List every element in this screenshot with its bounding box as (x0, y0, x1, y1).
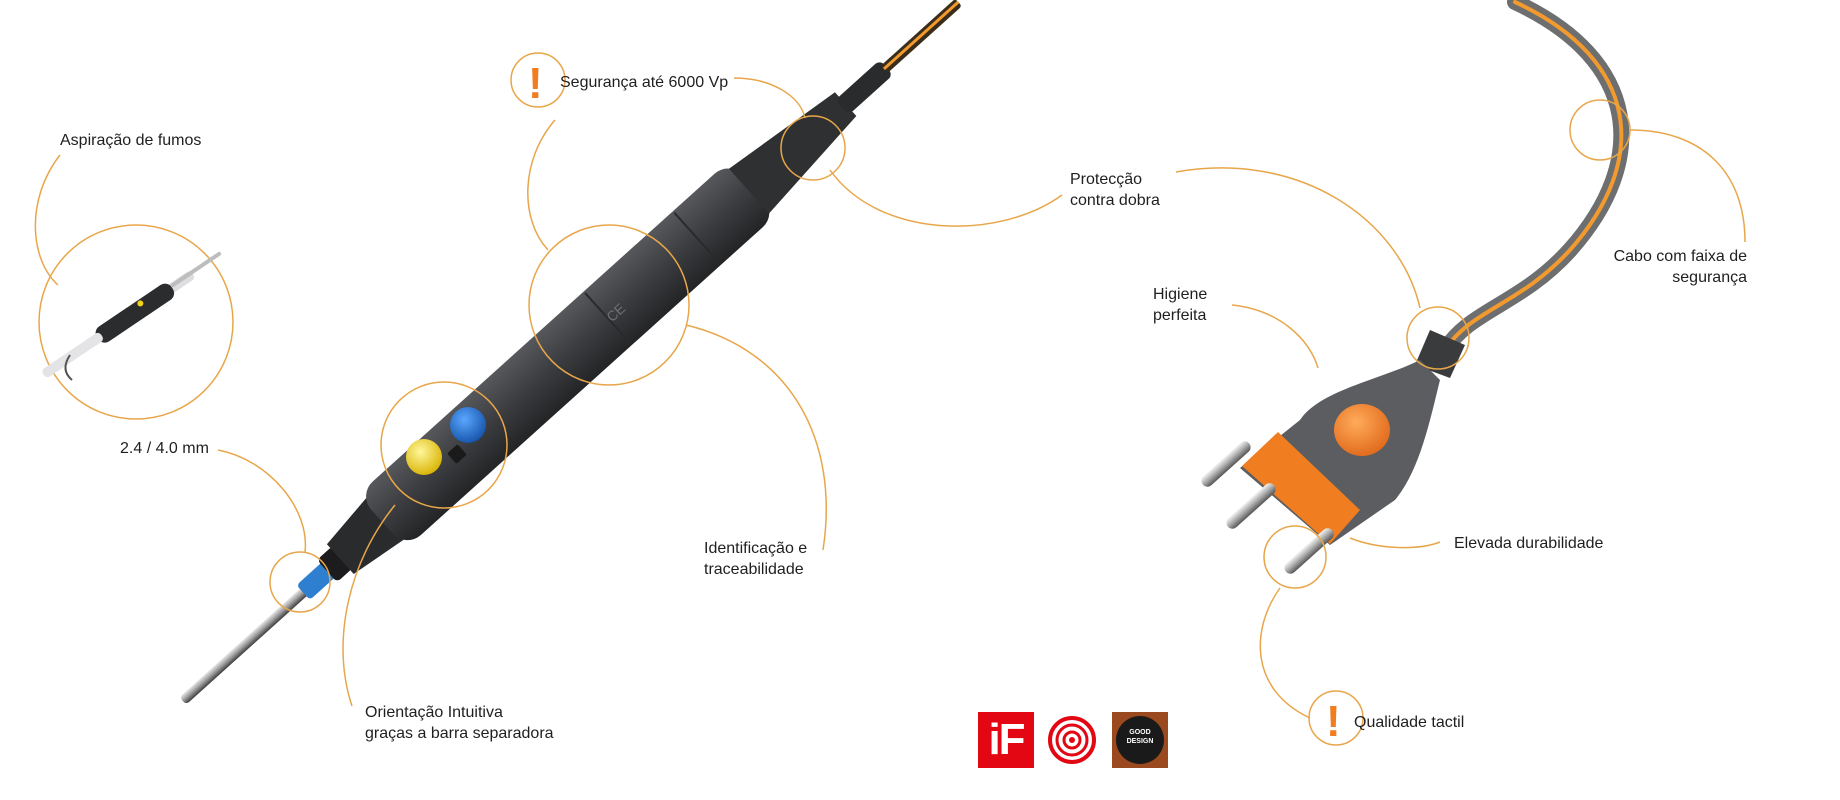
orange-button-icon (1334, 404, 1390, 456)
callout-lines (34, 52, 1746, 746)
label-higiene: Higiene perfeita (1153, 286, 1208, 324)
electrode-needle (181, 571, 326, 704)
orange-collar (1242, 432, 1360, 544)
yellow-button-icon (406, 439, 442, 475)
warning-icon: ! (528, 59, 543, 108)
cable-stripe (1443, 0, 1624, 352)
label-identificacao: Identificação e traceabilidade (704, 540, 808, 578)
red-dot-award-logo (1048, 716, 1096, 764)
label-aspiracao: Aspiração de fumos (60, 132, 202, 149)
connector-plug (1201, 0, 1630, 574)
pencil-handpiece: CE (181, 0, 961, 704)
warning-icon: ! (1326, 697, 1341, 746)
label-seguranca: Segurança até 6000 Vp (560, 74, 729, 91)
cable-grey (1437, 0, 1630, 358)
label-orientacao: Orientação Intuitiva graças a barra sepa… (365, 704, 554, 742)
label-durabilidade: Elevada durabilidade (1454, 535, 1604, 552)
handle-body (366, 168, 770, 541)
if-design-award-logo: iF (978, 712, 1034, 768)
pin-1 (1201, 441, 1251, 487)
pin-3 (1284, 528, 1334, 574)
label-qualidade: Qualidade tactil (1354, 714, 1465, 731)
label-proteccao: Protecção contra dobra (1070, 171, 1160, 209)
collar-ring (318, 547, 352, 581)
blue-button-icon (450, 407, 486, 443)
smoke-evacuation-inset (38, 224, 234, 420)
label-cabo: Cabo com faixa de segurança (1613, 248, 1747, 286)
label-diametro: 2.4 / 4.0 mm (120, 440, 209, 457)
good-design-logo: GOOD DESIGN (1112, 712, 1168, 768)
pin-2 (1226, 483, 1276, 529)
